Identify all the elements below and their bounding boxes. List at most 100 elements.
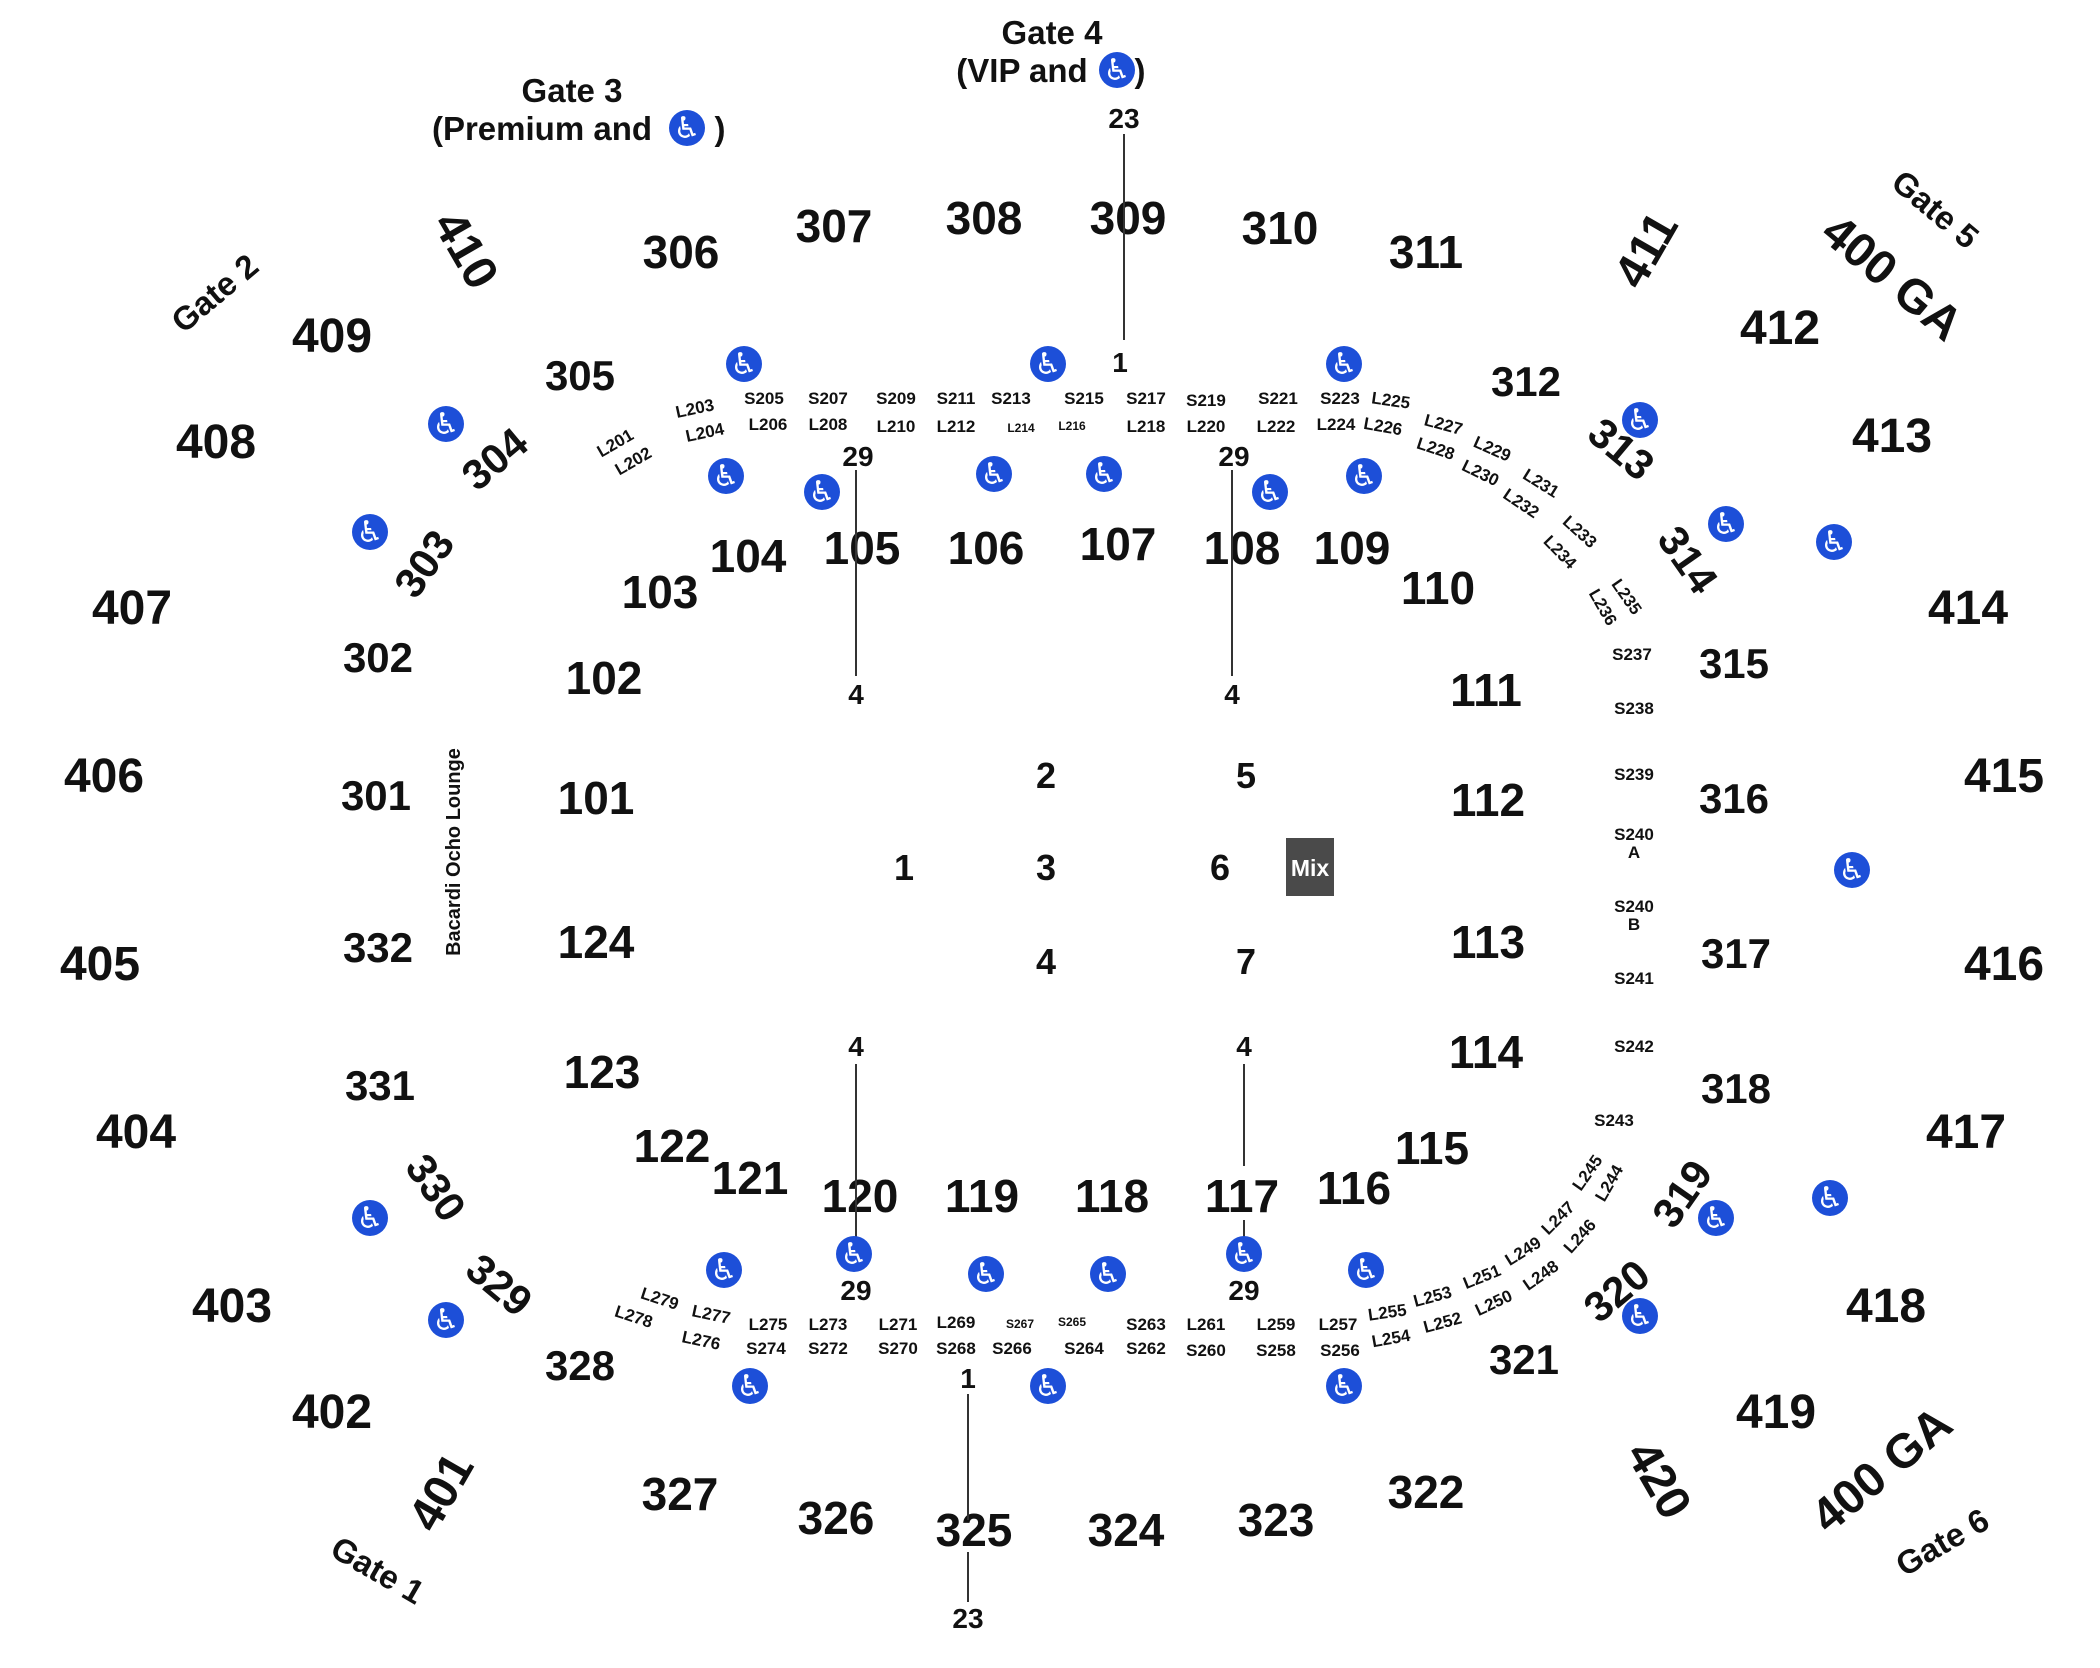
loge-L251[interactable]: L251 [1460, 1261, 1503, 1293]
section-322[interactable]: 322 [1388, 1466, 1465, 1518]
suite-S258[interactable]: S258 [1256, 1341, 1296, 1360]
wheelchair-icon[interactable]: ♿ [1086, 456, 1122, 492]
section-301[interactable]: 301 [341, 772, 411, 819]
section-121[interactable]: 121 [712, 1152, 789, 1204]
suite-S240A[interactable]: S240 [1614, 825, 1654, 844]
section-325[interactable]: 325 [936, 1504, 1013, 1556]
loge-L254[interactable]: L254 [1370, 1326, 1412, 1352]
loge-L253[interactable]: L253 [1411, 1282, 1453, 1310]
floor-section-5[interactable]: 5 [1236, 755, 1256, 796]
section-332[interactable]: 332 [343, 924, 413, 971]
section-419[interactable]: 419 [1736, 1386, 1816, 1439]
wheelchair-icon[interactable]: ♿ [1252, 474, 1288, 510]
loge-L208[interactable]: L208 [809, 415, 848, 434]
suite-S237[interactable]: S237 [1612, 645, 1652, 664]
wheelchair-icon[interactable]: ♿ [1346, 458, 1382, 494]
section-308[interactable]: 308 [946, 192, 1023, 244]
suite-S205[interactable]: S205 [744, 389, 784, 408]
section-401[interactable]: 401 [399, 1444, 485, 1540]
suite-S256[interactable]: S256 [1320, 1341, 1360, 1360]
suite-S240B[interactable]: S240 [1614, 897, 1654, 916]
section-311[interactable]: 311 [1389, 226, 1463, 278]
wheelchair-icon[interactable]: ♿ [1834, 852, 1870, 888]
section-107[interactable]: 107 [1080, 518, 1157, 570]
loge-L255[interactable]: L255 [1367, 1300, 1408, 1324]
section-305[interactable]: 305 [545, 352, 615, 399]
wheelchair-icon[interactable]: ♿ [968, 1256, 1004, 1292]
gate-1-label[interactable]: Gate 1 [325, 1529, 431, 1611]
section-321[interactable]: 321 [1489, 1336, 1559, 1383]
wheelchair-icon[interactable]: ♿ [352, 514, 388, 550]
section-110[interactable]: 110 [1401, 562, 1475, 614]
section-306[interactable]: 306 [643, 226, 720, 278]
suite-S270[interactable]: S270 [878, 1339, 918, 1358]
suite-S243[interactable]: S243 [1594, 1111, 1634, 1130]
suite-S211[interactable]: S211 [937, 389, 976, 408]
loge-L220[interactable]: L220 [1187, 417, 1226, 436]
section-417[interactable]: 417 [1926, 1106, 2006, 1159]
loge-L271[interactable]: L271 [879, 1315, 918, 1334]
suite-S217[interactable]: S217 [1126, 389, 1166, 408]
section-318[interactable]: 318 [1701, 1065, 1771, 1112]
loge-L203[interactable]: L203 [674, 395, 716, 422]
section-312[interactable]: 312 [1491, 358, 1561, 405]
section-330[interactable]: 330 [397, 1146, 476, 1230]
section-124[interactable]: 124 [558, 916, 635, 968]
section-120[interactable]: 120 [822, 1170, 899, 1222]
wheelchair-icon[interactable]: ♿ [976, 456, 1012, 492]
wheelchair-icon[interactable]: ♿ [836, 1236, 872, 1272]
loge-L261[interactable]: L261 [1187, 1315, 1226, 1334]
wheelchair-icon[interactable]: ♿ [1030, 346, 1066, 382]
section-307[interactable]: 307 [796, 200, 873, 252]
wheelchair-icon[interactable]: ♿ [706, 1252, 742, 1288]
gate-2-label[interactable]: Gate 2 [164, 247, 265, 340]
section-109[interactable]: 109 [1314, 522, 1391, 574]
section-407[interactable]: 407 [92, 582, 172, 635]
section-411[interactable]: 411 [1604, 203, 1689, 297]
section-116[interactable]: 116 [1317, 1162, 1391, 1214]
section-415[interactable]: 415 [1964, 750, 2044, 803]
loge-L273[interactable]: L273 [809, 1315, 848, 1334]
gate-5-label[interactable]: Gate 5 [1885, 163, 1986, 256]
suite-S213[interactable]: S213 [991, 389, 1031, 408]
section-119[interactable]: 119 [945, 1170, 1019, 1222]
section-113[interactable]: 113 [1451, 916, 1525, 968]
suite-S207[interactable]: S207 [808, 389, 848, 408]
wheelchair-icon[interactable]: ♿ [804, 474, 840, 510]
wheelchair-icon[interactable]: ♿ [1326, 346, 1362, 382]
loge-L248[interactable]: L248 [1520, 1257, 1563, 1295]
loge-L228[interactable]: L228 [1414, 434, 1457, 464]
section-118[interactable]: 118 [1075, 1170, 1149, 1222]
loge-L227[interactable]: L227 [1422, 410, 1464, 438]
loge-L222[interactable]: L222 [1257, 417, 1296, 436]
loge-L275[interactable]: L275 [749, 1315, 788, 1334]
section-315[interactable]: 315 [1699, 640, 1769, 687]
section-327[interactable]: 327 [642, 1468, 719, 1520]
floor-section-4[interactable]: 4 [1036, 941, 1056, 982]
wheelchair-icon[interactable]: ♿ [1226, 1236, 1262, 1272]
section-102[interactable]: 102 [566, 652, 643, 704]
section-303[interactable]: 303 [385, 522, 464, 606]
floor-section-1[interactable]: 1 [894, 847, 914, 888]
suite-S219[interactable]: S219 [1186, 391, 1226, 410]
wheelchair-icon[interactable]: ♿ [1708, 506, 1744, 542]
wheelchair-icon[interactable]: ♿ [1698, 1200, 1734, 1236]
loge-L250[interactable]: L250 [1472, 1286, 1515, 1320]
section-103[interactable]: 103 [622, 566, 699, 618]
suite-S215[interactable]: S215 [1064, 389, 1104, 408]
loge-L278[interactable]: L278 [612, 1302, 655, 1332]
suite-S262[interactable]: S262 [1126, 1339, 1166, 1358]
loge-L226[interactable]: L226 [1362, 414, 1403, 439]
wheelchair-icon[interactable]: ♿ [428, 406, 464, 442]
section-404[interactable]: 404 [96, 1106, 176, 1159]
floor-section-2[interactable]: 2 [1036, 755, 1056, 796]
gate-4-label[interactable]: Gate 4 [1002, 14, 1104, 51]
loge-L206[interactable]: L206 [749, 415, 788, 434]
section-317[interactable]: 317 [1701, 930, 1771, 977]
floor-section-7[interactable]: 7 [1236, 941, 1256, 982]
section-414[interactable]: 414 [1928, 582, 2008, 635]
suite-S274[interactable]: S274 [746, 1339, 786, 1358]
section-408[interactable]: 408 [176, 416, 256, 469]
loge-L252[interactable]: L252 [1421, 1308, 1463, 1336]
suite-S239[interactable]: S239 [1614, 765, 1654, 784]
